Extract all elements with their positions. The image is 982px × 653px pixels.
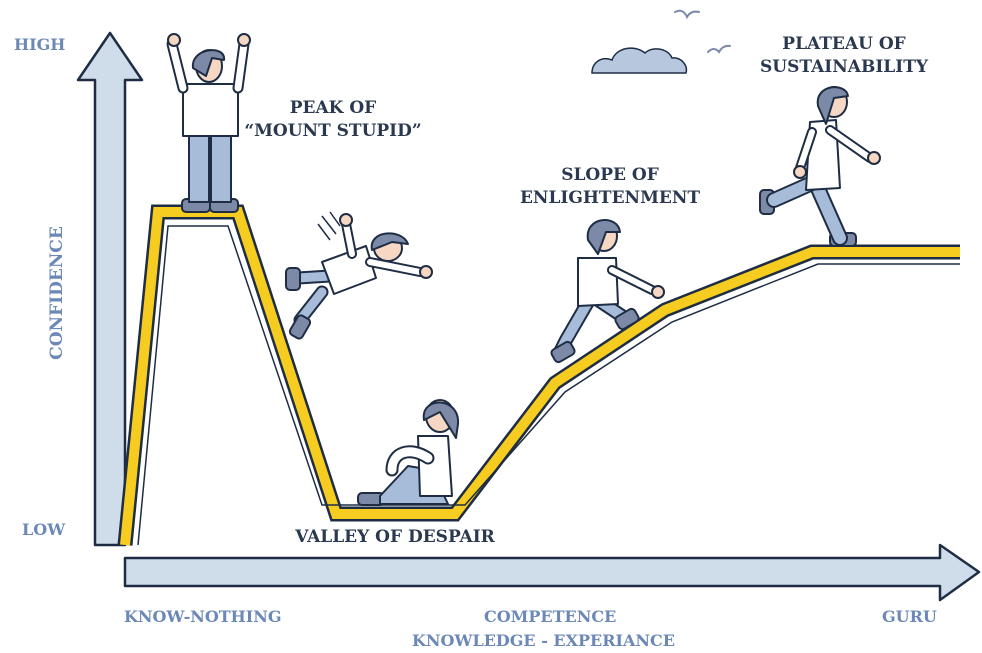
x-axis-arrow (123, 543, 981, 602)
person-running-icon (759, 86, 881, 247)
peak-label-line2: “MOUNT STUPID” (244, 121, 422, 141)
slope-label-line1: SLOPE OF (561, 165, 659, 185)
y-axis-low-label: LOW (22, 520, 66, 539)
y-axis-arrow (76, 31, 144, 547)
y-axis-high-label: HIGH (14, 35, 66, 54)
valley-label: VALLEY OF DESPAIR (290, 526, 500, 549)
person-climbing-icon (550, 219, 665, 364)
cloud-icon (591, 47, 688, 74)
x-axis-middle-label: COMPETENCE (484, 607, 617, 626)
person-sitting-icon (357, 399, 460, 506)
slope-label: SLOPE OF ENLIGHTENMENT (512, 164, 708, 210)
person-falling-icon (285, 211, 433, 340)
plateau-label-line2: SUSTAINABILITY (760, 57, 928, 77)
y-axis-title: CONFIDENCE (47, 226, 67, 360)
plateau-label: PLATEAU OF SUSTAINABILITY (754, 33, 934, 79)
person-peak-cheering-icon (166, 33, 251, 213)
peak-label-line1: PEAK OF (289, 98, 377, 118)
peak-label: PEAK OF “MOUNT STUPID” (238, 97, 428, 143)
bird-icon (674, 9, 731, 54)
x-axis-subtitle: KNOWLEDGE - EXPERIANCE (412, 631, 675, 650)
x-axis-start-label: KNOW-NOTHING (124, 607, 282, 626)
slope-label-line2: ENLIGHTENMENT (519, 188, 701, 208)
x-axis-end-label: GURU (882, 607, 937, 626)
plateau-label-line1: PLATEAU OF (782, 34, 906, 54)
confidence-curve (117, 204, 960, 546)
valley-label-line1: VALLEY OF DESPAIR (295, 527, 495, 547)
